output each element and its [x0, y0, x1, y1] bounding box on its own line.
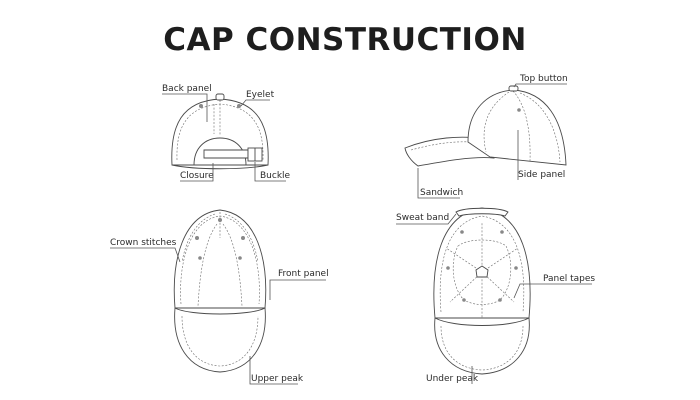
underside-button: [475, 265, 489, 278]
under-peak: [434, 317, 530, 375]
under-eyelet-4: [514, 266, 518, 270]
side-eyelet: [517, 108, 521, 112]
leader-buckle: [254, 162, 286, 182]
under-eyelet-3: [446, 266, 450, 270]
label-sandwich: Sandwich: [420, 188, 463, 198]
back-view-labels: Back panel Eyelet Closure Buckle: [162, 84, 291, 182]
front-panel-seam-right: [222, 223, 243, 307]
top-side-seam-right: [224, 213, 259, 263]
top-eyelet-right: [241, 236, 245, 240]
label-upper-peak: Upper peak: [251, 374, 304, 384]
top-eyelet-right-low: [238, 256, 242, 260]
panel-tape-2: [445, 247, 483, 273]
front-panel-seam-left: [197, 223, 218, 307]
sweat-band: [455, 207, 509, 217]
leader-sandwich: [417, 168, 460, 199]
underside-view-labels: Sweat band Panel tapes Under peak: [396, 213, 595, 384]
label-buckle: Buckle: [260, 171, 291, 181]
leader-eyelet: [240, 99, 270, 107]
page-title: CAP CONSTRUCTION: [163, 22, 527, 58]
top-eyelet-left: [195, 236, 199, 240]
top-side-seam-left: [181, 213, 216, 263]
sweat-band-inner: [439, 215, 525, 313]
closure-strap: [203, 149, 249, 159]
leader-closure: [180, 163, 214, 182]
top-view-labels: Crown stitches Front panel Upper peak: [110, 238, 329, 385]
label-side-panel: Side panel: [518, 170, 565, 180]
label-back-panel: Back panel: [162, 84, 212, 94]
label-closure: Closure: [180, 171, 214, 181]
label-top-button: Top button: [519, 74, 568, 84]
leader-upper-peak: [249, 356, 298, 385]
label-crown-stitches: Crown stitches: [110, 238, 177, 248]
under-eyelet-5: [462, 298, 466, 302]
eyelet-left: [199, 104, 203, 108]
under-eyelet-2: [500, 230, 504, 234]
top-button: [218, 218, 222, 222]
under-peak-stitching: [440, 325, 524, 371]
top-upper-peak: [174, 307, 266, 373]
cap-underside-view: [433, 207, 531, 375]
leader-sweat-band: [396, 213, 457, 225]
label-eyelet: Eyelet: [246, 90, 275, 100]
leader-crown-stitches: [110, 247, 181, 263]
leader-back-panel: [162, 93, 208, 122]
side-rear-stitching: [519, 92, 561, 163]
label-panel-tapes: Panel tapes: [543, 274, 595, 284]
peak-stitching: [181, 315, 259, 367]
cap-side-view: [404, 85, 567, 167]
top-crown-outline: [173, 209, 267, 309]
side-crown-seam: [512, 90, 531, 162]
under-eyelet-1: [460, 230, 464, 234]
label-front-panel: Front panel: [278, 269, 329, 279]
leader-top-button: [513, 83, 567, 88]
cap-back-view: [171, 93, 269, 170]
top-button: [508, 85, 519, 92]
side-view-labels: Top button Side panel Sandwich: [417, 74, 568, 199]
panel-tape-ring: [452, 239, 512, 305]
back-panel-band: [171, 164, 269, 170]
top-eyelet-left-low: [198, 256, 202, 260]
leader-front-panel: [269, 279, 326, 300]
under-eyelet-6: [498, 298, 502, 302]
label-under-peak: Under peak: [426, 374, 479, 384]
label-sweat-band: Sweat band: [396, 213, 449, 223]
back-top-button: [215, 93, 225, 101]
eyelet-right: [237, 104, 241, 108]
panel-tape-3: [481, 247, 519, 273]
cap-top-view: [173, 209, 267, 373]
leader-panel-tapes: [513, 283, 592, 299]
side-front-seam: [483, 91, 510, 153]
